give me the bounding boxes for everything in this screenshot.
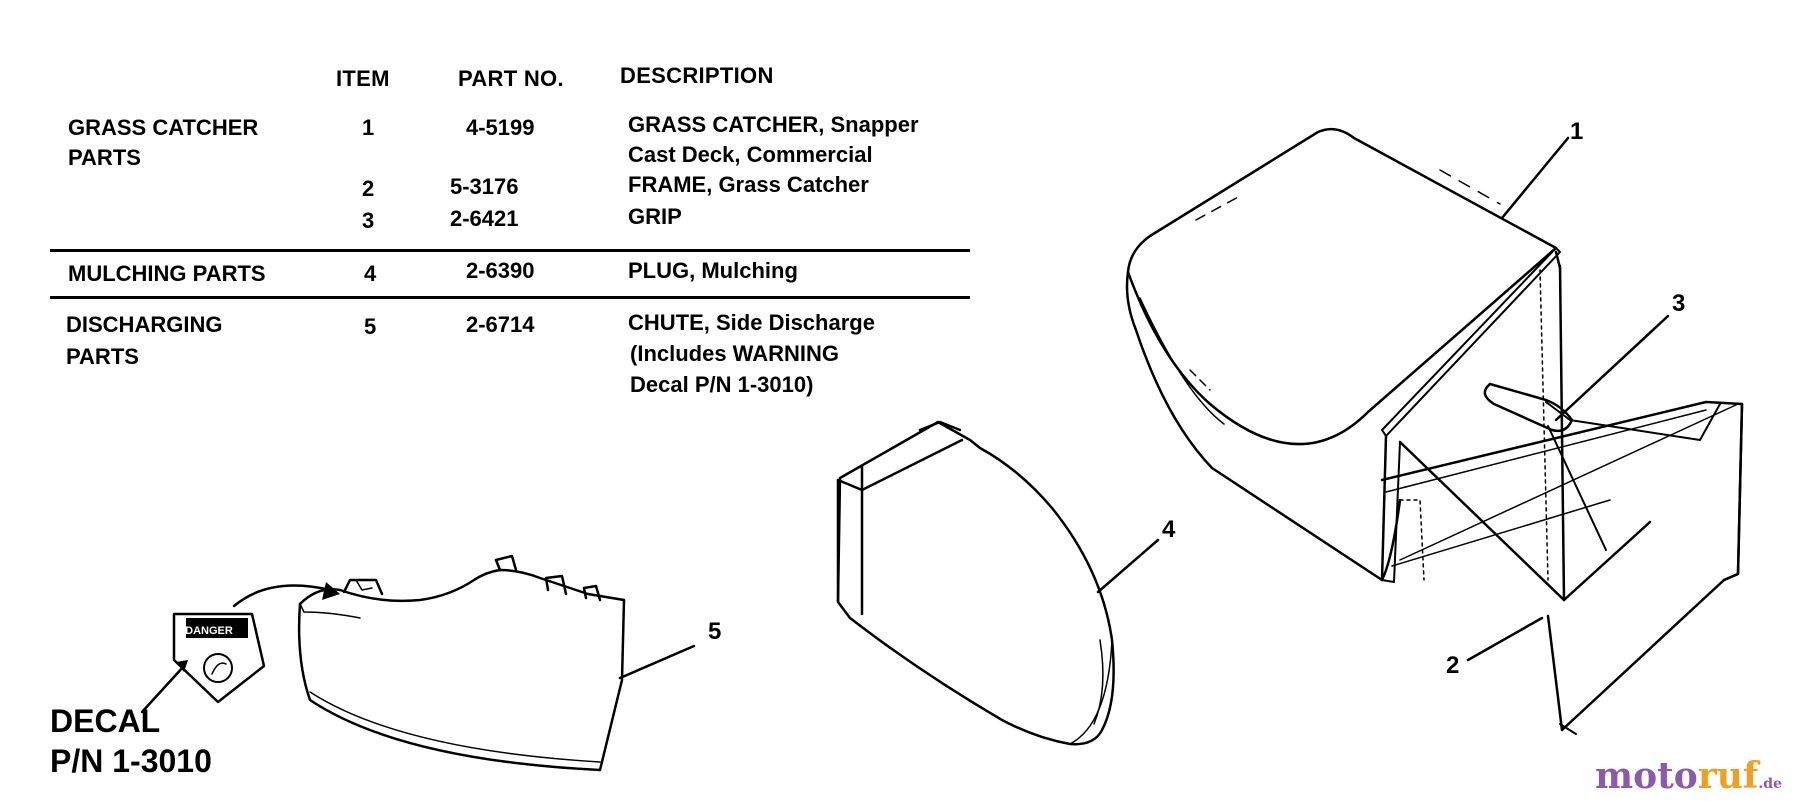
part-number: 2-6714 <box>466 312 535 337</box>
leader-line-3 <box>1554 314 1670 422</box>
callout-5: 5 <box>708 618 722 645</box>
leader-line-1 <box>1500 136 1570 220</box>
watermark-part-b: ruf <box>1697 755 1759 797</box>
watermark-part-a: moto <box>1595 755 1698 797</box>
part-description-line: (Includes WARNING <box>630 341 840 366</box>
danger-decal <box>172 612 266 704</box>
side-discharge-chute <box>297 554 626 772</box>
leader-line-2 <box>1466 616 1544 662</box>
part-number: 2-6390 <box>466 258 535 283</box>
decal-sign-text: DANGER <box>185 625 233 637</box>
item-number: 1 <box>362 115 375 140</box>
group-mulching-name: MULCHING PARTS <box>68 261 266 286</box>
part-description-line: CHUTE, Side Discharge <box>628 310 875 335</box>
item-number: 5 <box>364 314 377 339</box>
leader-line-5 <box>618 644 696 680</box>
decal-label-line-2: P/N 1-3010 <box>50 743 212 779</box>
table-divider <box>50 296 970 299</box>
part-description-line: Cast Deck, Commercial <box>628 142 873 167</box>
grip <box>1483 382 1721 551</box>
decal-label-line-1: DECAL <box>50 703 161 739</box>
item-number: 4 <box>364 261 377 286</box>
decal-curved-arrow <box>232 584 332 608</box>
group-grass-catcher-name-line-1: GRASS CATCHER <box>68 115 259 140</box>
part-description-line: PLUG, Mulching <box>628 258 798 283</box>
part-description-line: Decal P/N 1-3010) <box>630 372 814 397</box>
header-part-no: PART NO. <box>458 66 564 91</box>
part-description-line: GRASS CATCHER, Snapper <box>628 112 919 137</box>
callout-4: 4 <box>1162 516 1176 543</box>
callout-2: 2 <box>1446 652 1460 679</box>
header-description: DESCRIPTION <box>620 63 774 88</box>
decal-label-arrow <box>140 664 186 714</box>
item-number: 2 <box>362 176 375 201</box>
callout-1: 1 <box>1570 118 1584 145</box>
item-number: 3 <box>362 208 375 233</box>
part-number: 4-5199 <box>466 115 535 140</box>
group-discharging-name-line-1: DISCHARGING <box>66 312 223 337</box>
watermark-part-c: .de <box>1758 776 1782 792</box>
header-item: ITEM <box>336 66 390 91</box>
part-number: 2-6421 <box>450 206 519 231</box>
leader-line-4 <box>1096 538 1160 594</box>
group-grass-catcher-name-line-2: PARTS <box>68 145 141 170</box>
watermark-logo: motoruf.de <box>1595 755 1782 797</box>
part-description-line: GRIP <box>628 204 682 229</box>
group-discharging-name-line-2: PARTS <box>66 344 139 369</box>
grass-catcher-bag <box>1125 127 1558 582</box>
part-description-line: FRAME, Grass Catcher <box>628 172 869 197</box>
mulching-plug <box>836 420 1115 746</box>
catcher-frame <box>1380 247 1744 735</box>
callout-3: 3 <box>1672 290 1686 317</box>
part-number: 5-3176 <box>450 174 519 199</box>
table-divider <box>50 249 970 252</box>
